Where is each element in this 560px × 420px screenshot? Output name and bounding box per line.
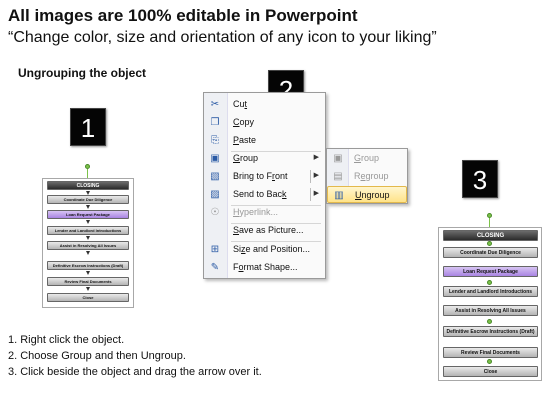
menu-item-format-shape[interactable]: ✎ Format Shape... xyxy=(204,259,325,276)
submenu-item-group[interactable]: ▣ Group xyxy=(327,150,407,167)
selection-handle-icon[interactable] xyxy=(487,359,492,364)
menu-item-bring-to-front[interactable]: ▧ Bring to Front ▶ xyxy=(204,168,325,185)
send-to-back-icon: ▨ xyxy=(210,189,220,200)
instruction-step: 3. Click beside the object and drag the … xyxy=(8,366,262,378)
group-icon: ▣ xyxy=(210,153,220,164)
flow-row[interactable]: Assist in Resolving All Issues xyxy=(443,305,538,316)
menu-item-hyperlink[interactable]: ☉ Hyperlink... xyxy=(204,204,325,221)
flow-row: Lender and Landlord Introductions xyxy=(47,226,129,235)
ungrouped-flowchart[interactable]: CLOSING Coordinate Due Diligence Loan Re… xyxy=(436,213,546,383)
flow-row: Loan Request Package xyxy=(47,210,129,219)
hyperlink-icon: ☉ xyxy=(210,207,220,218)
flow-row: Coordinate Due Diligence xyxy=(47,195,129,204)
regroup-icon: ▤ xyxy=(333,171,343,182)
instruction-step: 1. Right click the object. xyxy=(8,334,125,346)
save-picture-icon xyxy=(208,224,222,237)
size-position-icon: ⊞ xyxy=(210,244,220,255)
flow-row: Review Final Documents xyxy=(47,277,129,286)
flow-row[interactable]: Close xyxy=(443,366,538,377)
rotate-handle-icon[interactable] xyxy=(85,164,90,169)
ungroup-icon: ▥ xyxy=(334,190,344,201)
flow-row: Definitive Escrow Instructions (Draft) xyxy=(47,261,129,270)
selection-handle-icon[interactable] xyxy=(487,319,492,324)
submenu-item-ungroup[interactable]: ▥ Ungroup xyxy=(327,186,407,203)
instruction-step: 2. Choose Group and then Ungroup. xyxy=(8,350,186,362)
flow-row[interactable]: Coordinate Due Diligence xyxy=(443,247,538,258)
scissors-icon: ✂ xyxy=(210,99,220,110)
step-badge-1: 1 xyxy=(70,108,106,146)
submenu-item-regroup[interactable]: ▤ Regroup xyxy=(327,168,407,185)
flow-row[interactable]: Lender and Landlord Introductions xyxy=(443,286,538,297)
format-shape-icon: ✎ xyxy=(210,262,220,273)
copy-icon: ❐ xyxy=(210,117,220,128)
selection-handle-icon[interactable] xyxy=(487,280,492,285)
menu-item-send-to-back[interactable]: ▨ Send to Back ▶ xyxy=(204,186,325,203)
context-menu: ✂ Cut ❐ Copy ⎘ Paste ▣ Group ▶ ▧ Bring t… xyxy=(203,92,326,279)
bring-to-front-icon: ▧ xyxy=(210,171,220,182)
grouped-flowchart[interactable]: CLOSING Coordinate Due Diligence Loan Re… xyxy=(40,164,136,310)
menu-item-copy[interactable]: ❐ Copy xyxy=(204,114,325,131)
flow-row[interactable]: CLOSING xyxy=(443,230,538,241)
flow-row[interactable]: Review Final Documents xyxy=(443,347,538,358)
flow-row[interactable]: Definitive Escrow Instructions (Draft) xyxy=(443,326,538,337)
menu-item-paste[interactable]: ⎘ Paste xyxy=(204,132,325,149)
instruction-list: 1. Right click the object. 2. Choose Gro… xyxy=(8,332,262,380)
section-heading: Ungrouping the object xyxy=(18,66,146,80)
menu-item-cut[interactable]: ✂ Cut xyxy=(204,96,325,113)
chevron-right-icon: ▶ xyxy=(313,154,319,161)
group-icon: ▣ xyxy=(333,153,343,164)
flow-row: Close xyxy=(47,293,129,302)
step-badge-3: 3 xyxy=(462,160,498,198)
chevron-right-icon[interactable]: ▶ xyxy=(313,190,319,197)
flow-row: CLOSING xyxy=(47,181,129,190)
rotate-handle-icon[interactable] xyxy=(487,213,492,218)
menu-item-save-as-picture[interactable]: Save as Picture... xyxy=(204,222,325,239)
flow-row: Assist in Resolving All Issues xyxy=(47,241,129,250)
menu-item-group[interactable]: ▣ Group ▶ xyxy=(204,150,325,167)
flow-row[interactable]: Loan Request Package xyxy=(443,266,538,277)
group-submenu: ▣ Group ▤ Regroup ▥ Ungroup xyxy=(326,148,408,204)
page-title: All images are 100% editable in Powerpoi… xyxy=(8,6,358,25)
menu-item-size-and-position[interactable]: ⊞ Size and Position... xyxy=(204,241,325,258)
chevron-right-icon[interactable]: ▶ xyxy=(313,172,319,179)
page-subtitle: “Change color, size and orientation of a… xyxy=(8,29,437,46)
paste-icon: ⎘ xyxy=(211,135,219,146)
selection-handle-icon[interactable] xyxy=(487,241,492,246)
